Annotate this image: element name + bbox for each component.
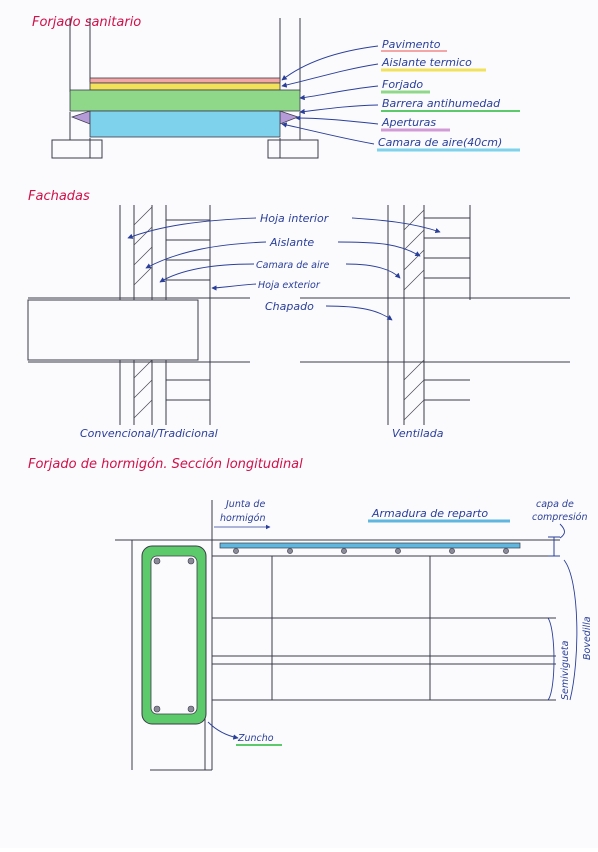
label-capa-compresion: compresión	[532, 512, 588, 523]
section-forjado-hormigon: Forjado de hormigón. Sección longitudina…	[28, 457, 593, 771]
label-semivigueta: Semivigueta	[560, 640, 571, 700]
section2-title: Fachadas	[28, 189, 90, 204]
hatch-conventional	[133, 206, 153, 419]
zuncho-inner	[150, 555, 198, 715]
facade-ventilated	[300, 205, 570, 425]
label-aislante-fachada: Aislante	[269, 236, 314, 249]
label-zuncho: Zuncho	[237, 733, 274, 744]
pavimento-layer	[89, 77, 281, 84]
label-junta-de: Junta de	[224, 499, 265, 510]
camara-aire-layer	[89, 110, 281, 138]
label-armadura-reparto: Armadura de reparto	[371, 507, 488, 520]
facade-conventional	[27, 205, 250, 425]
label-barrera: Barrera antihumedad	[382, 97, 501, 110]
concrete-structure	[115, 500, 560, 771]
apertura-right	[279, 110, 300, 125]
zuncho-rebars	[153, 557, 195, 713]
label-hoja-exterior: Hoja exterior	[258, 280, 321, 291]
label-hoja-interior: Hoja interior	[260, 212, 330, 225]
label-camara-aire-fachada: Camara de aire	[256, 260, 330, 271]
section-fachadas: Fachadas	[27, 189, 570, 440]
section-forjado-sanitario: Forjado sanitario Pavimento Aislante ter…	[32, 15, 520, 159]
walls	[51, 18, 319, 159]
section1-arrows	[281, 45, 379, 145]
label-junta-hormigon: hormigón	[220, 513, 266, 524]
label-aislante-termico: Aislante termico	[381, 56, 472, 69]
section3-title: Forjado de hormigón. Sección longitudina…	[28, 457, 303, 472]
aislante-layer	[89, 82, 281, 91]
forjado-layer	[69, 89, 301, 112]
label-capa-de: capa de	[536, 499, 574, 510]
label-aperturas: Aperturas	[381, 116, 436, 129]
rebar-dots	[233, 548, 509, 554]
label-camara-aire: Camara de aire(40cm)	[378, 136, 502, 149]
hatch-ventilated	[403, 209, 425, 421]
apertura-left	[70, 110, 91, 125]
section2-arrows	[127, 217, 441, 321]
armadura-reparto-bar	[219, 542, 521, 549]
caption-convencional: Convencional/Tradicional	[80, 427, 218, 440]
label-chapado: Chapado	[265, 300, 314, 313]
label-bovedilla: Bovedilla	[582, 616, 593, 660]
label-pavimento: Pavimento	[382, 38, 441, 51]
caption-ventilada: Ventilada	[392, 427, 444, 440]
label-forjado: Forjado	[382, 78, 423, 91]
section1-title: Forjado sanitario	[32, 15, 141, 30]
